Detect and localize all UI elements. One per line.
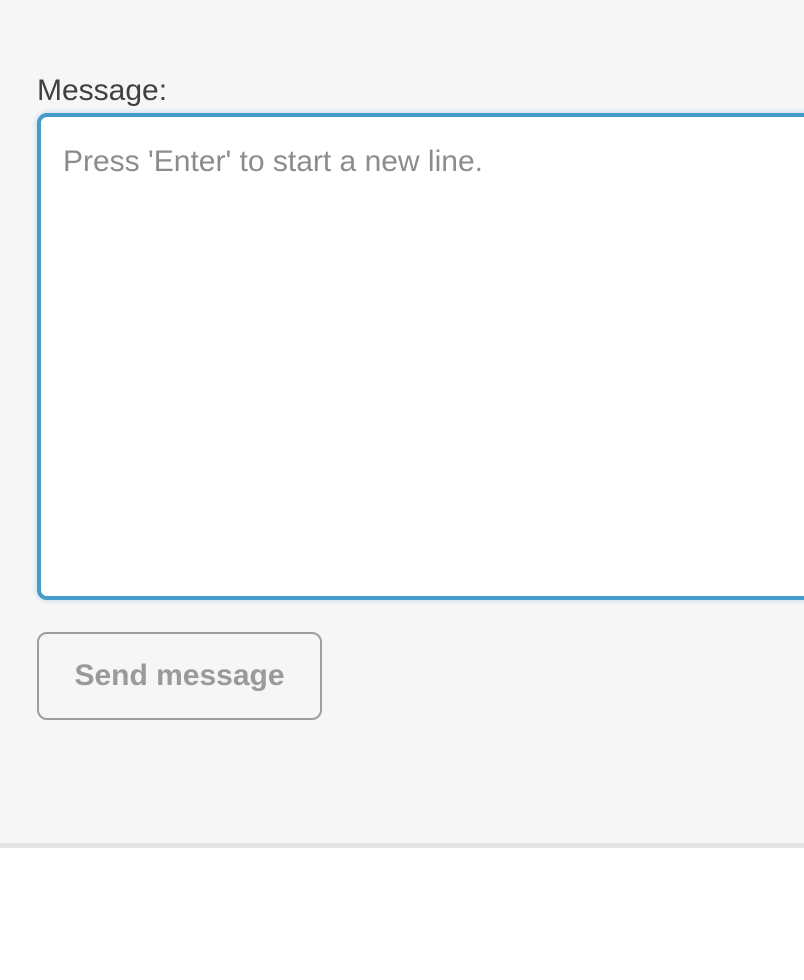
form-panel: Message: Send message (0, 73, 804, 848)
message-form-group: Message: (37, 73, 804, 600)
message-label: Message: (37, 74, 168, 107)
message-textarea[interactable] (37, 113, 804, 600)
page-background (0, 848, 804, 975)
send-message-button[interactable]: Send message (37, 632, 322, 720)
